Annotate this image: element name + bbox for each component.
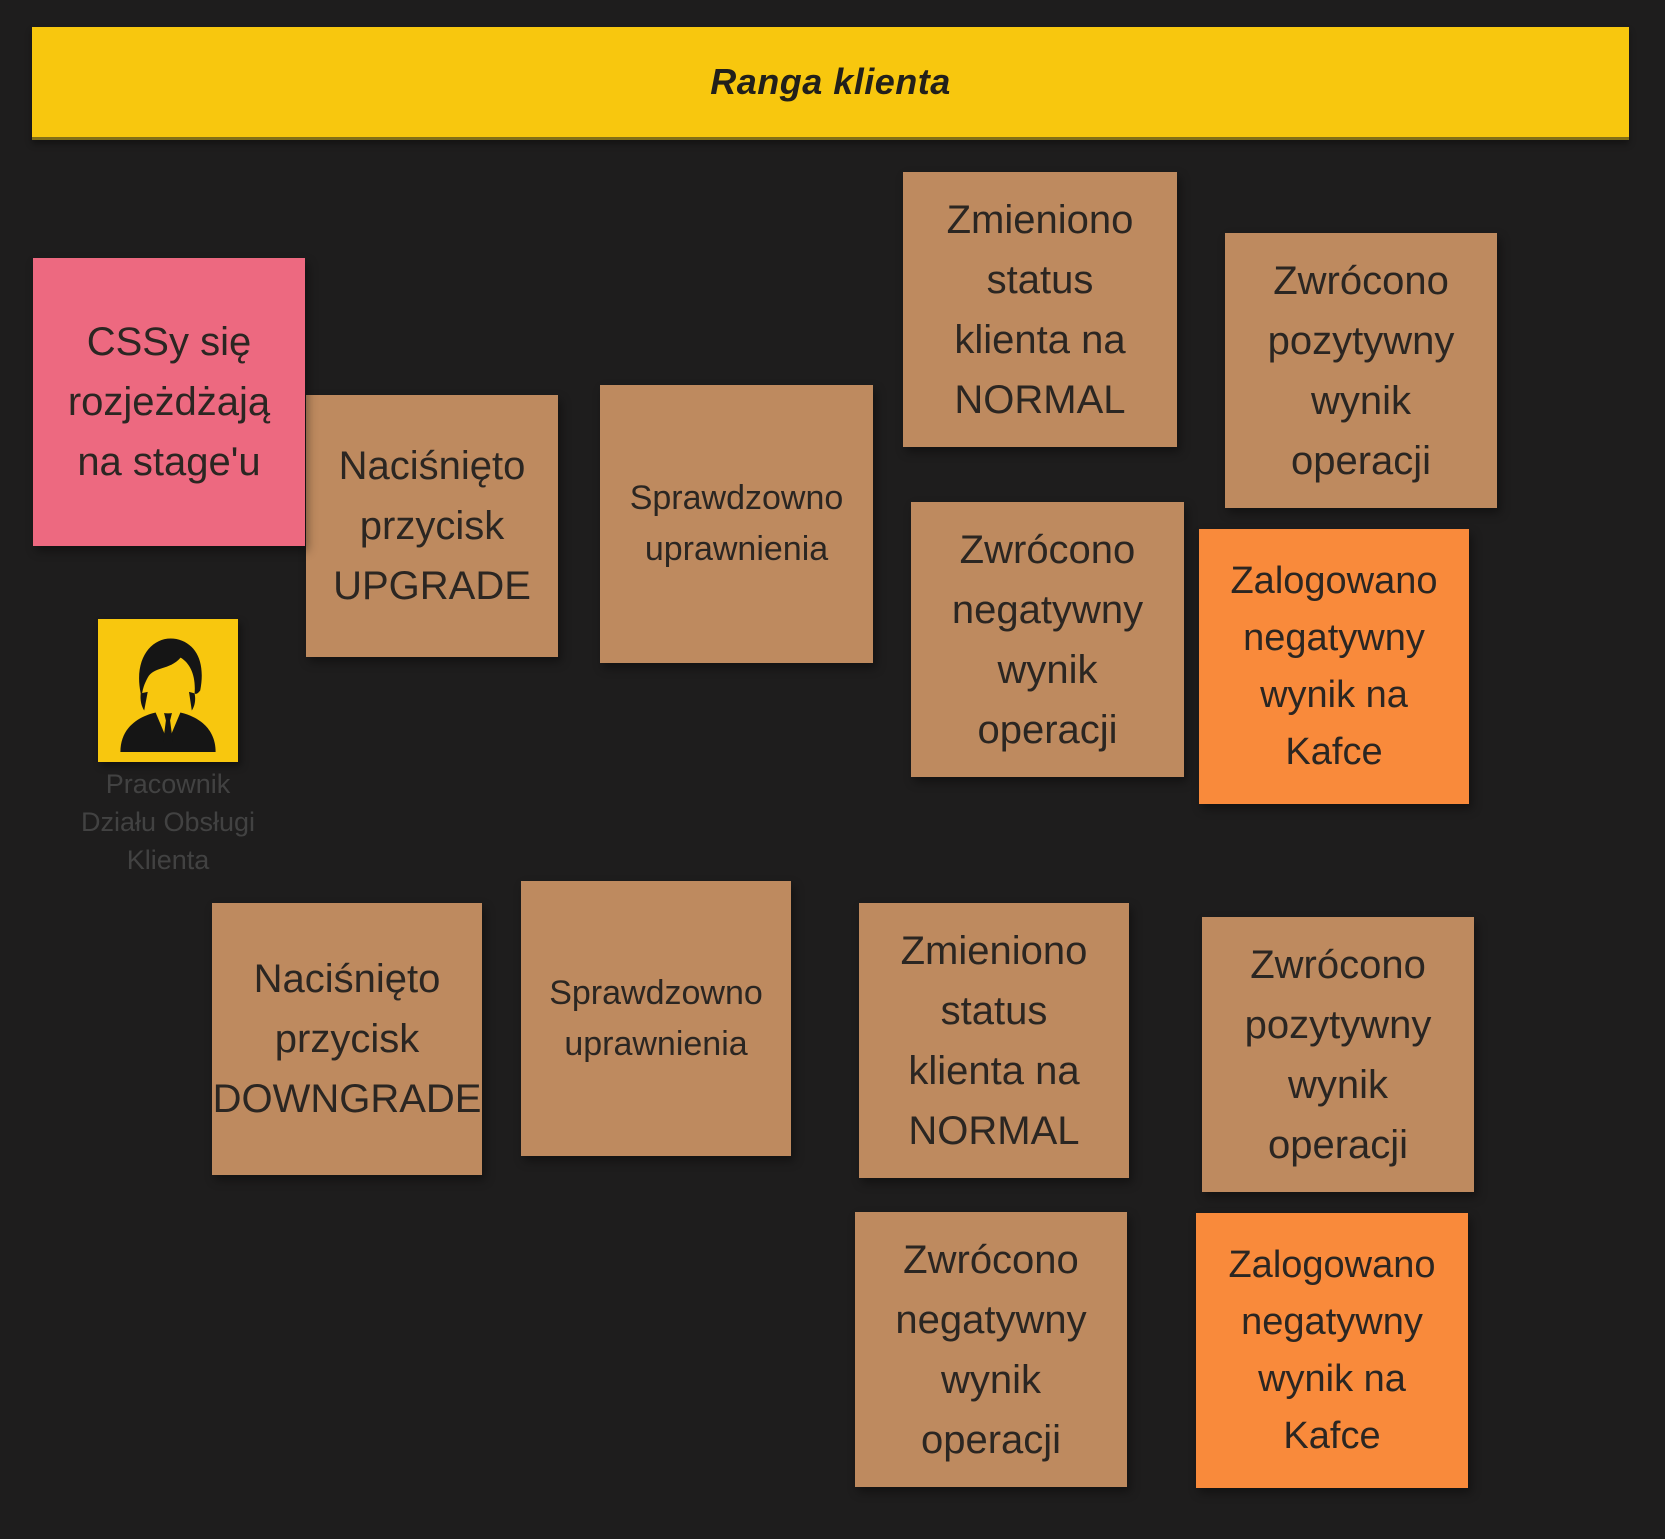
actor-label: Pracownik Działu Obsługi Klienta xyxy=(80,769,256,875)
board-title: Ranga klienta xyxy=(710,61,951,102)
sticky-note-negative-result-upgrade[interactable]: Zwrócono negatywny wynik operacji xyxy=(911,502,1184,777)
sticky-note-status-changed-downgrade[interactable]: Zmieniono status klienta na NORMAL xyxy=(859,903,1129,1178)
sticky-note-downgrade-pressed[interactable]: Naciśnięto przycisk DOWNGRADE xyxy=(212,903,482,1175)
person-icon[interactable] xyxy=(98,619,238,762)
sticky-note-positive-result-upgrade[interactable]: Zwrócono pozytywny wynik operacji xyxy=(1225,233,1497,508)
sticky-note-permissions-checked-upgrade[interactable]: Sprawdzowno uprawnienia xyxy=(600,385,873,663)
board-title-banner[interactable]: Ranga klienta xyxy=(32,27,1629,140)
sticky-note-kafka-logged-upgrade[interactable]: Zalogowano negatywny wynik na Kafce xyxy=(1199,529,1469,804)
sticky-note-positive-result-downgrade[interactable]: Zwrócono pozytywny wynik operacji xyxy=(1202,917,1474,1192)
sticky-note-negative-result-downgrade[interactable]: Zwrócono negatywny wynik operacji xyxy=(855,1212,1127,1487)
sticky-note-permissions-checked-downgrade[interactable]: Sprawdzowno uprawnienia xyxy=(521,881,791,1156)
sticky-note-hotspot[interactable]: CSSy się rozjeżdżają na stage'u xyxy=(33,258,305,546)
sticky-note-status-changed-upgrade[interactable]: Zmieniono status klienta na NORMAL xyxy=(903,172,1177,447)
sticky-note-upgrade-pressed[interactable]: Naciśnięto przycisk UPGRADE xyxy=(306,395,558,657)
sticky-note-kafka-logged-downgrade[interactable]: Zalogowano negatywny wynik na Kafce xyxy=(1196,1213,1468,1488)
